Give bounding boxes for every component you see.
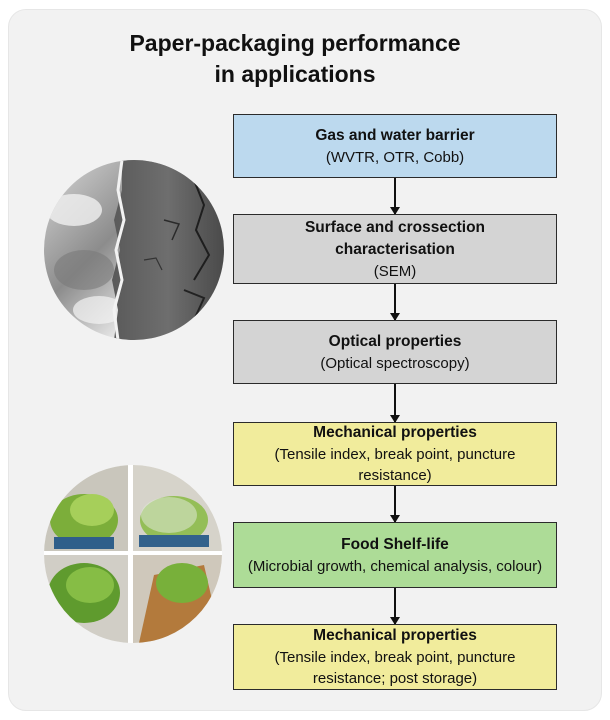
figure-title: Paper-packaging performance in applicati… [120,28,470,90]
step-title: Gas and water barrier [315,126,475,144]
flow-arrow [390,384,400,423]
step-subtitle: (Microbial growth, chemical analysis, co… [247,557,543,575]
step-title: Surface and crossection characterisation [304,218,486,258]
figure-title-line-1: Paper-packaging performance [129,30,461,56]
step-mechanical-properties: Mechanical properties (Tensile index, br… [233,422,557,486]
step-gas-water-barrier: Gas and water barrier (WVTR, OTR, Cobb) [233,114,557,178]
step-subtitle: (SEM) [373,262,417,280]
step-food-shelf-life: Food Shelf-life (Microbial growth, chemi… [233,522,557,588]
step-subtitle: (Tensile index, break point, puncture re… [274,446,516,484]
flow-arrow [390,588,400,625]
sem-micrograph-image [44,160,224,340]
flow-arrow [390,178,400,215]
flow-arrow [390,284,400,321]
figure-title-line-2: in applications [214,61,376,87]
step-title: Mechanical properties [313,424,477,441]
step-optical-properties: Optical properties (Optical spectroscopy… [233,320,557,384]
step-mechanical-properties-post-storage: Mechanical properties (Tensile index, br… [233,624,557,690]
step-subtitle: (Optical spectroscopy) [320,354,470,372]
step-surface-crossection: Surface and crossection characterisation… [233,214,557,284]
step-title: Food Shelf-life [341,535,449,553]
flow-arrow [390,486,400,523]
step-title: Mechanical properties [313,627,477,644]
step-subtitle: (Tensile index, break point, puncture re… [274,649,516,687]
step-subtitle: (WVTR, OTR, Cobb) [325,148,465,166]
step-title: Optical properties [328,332,462,350]
lettuce-packaging-photo-collage [44,465,222,643]
